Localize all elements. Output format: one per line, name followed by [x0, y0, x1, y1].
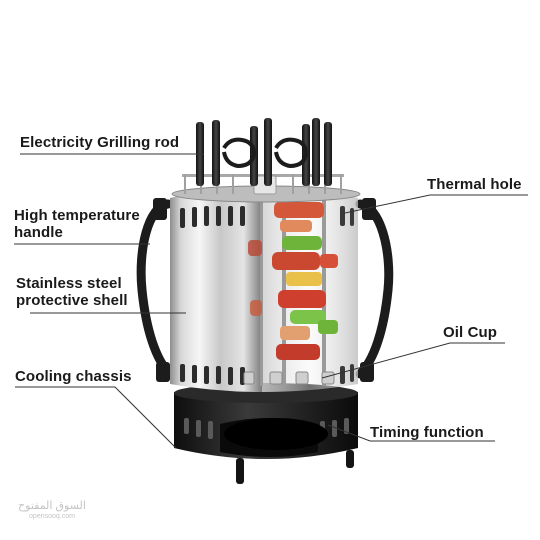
- label-timing-function: Timing function: [370, 424, 484, 441]
- label-cooling-chassis: Cooling chassis: [15, 368, 132, 385]
- label-line: protective shell: [16, 292, 128, 309]
- leader-oil-cup: [321, 342, 505, 379]
- leader-timing-function: [327, 424, 495, 442]
- watermark-subtext: opensooq.com: [29, 513, 75, 520]
- leader-lines: [14, 153, 528, 449]
- leader-cooling-chassis: [15, 386, 177, 449]
- grilling-rods: [196, 118, 332, 186]
- label-oil-cup: Oil Cup: [443, 324, 498, 341]
- watermark: السوق المفتوح opensooq.com: [12, 500, 92, 521]
- label-electricity-grilling-rod: Electricity Grilling rod: [20, 134, 180, 151]
- label-line: Stainless steel: [16, 275, 122, 292]
- steel-shell: [170, 188, 262, 392]
- label-stainless-steel-shell: Stainless steel protective shell: [16, 275, 128, 309]
- label-line: High temperature: [14, 207, 140, 224]
- skewer-food: [248, 196, 338, 386]
- label-high-temperature-handle: High temperature handle: [14, 207, 140, 241]
- right-handle: [355, 198, 394, 382]
- oil-cups: [243, 371, 335, 385]
- left-handle: [136, 198, 175, 382]
- label-thermal-hole: Thermal hole: [427, 176, 522, 193]
- redaction-mark: [224, 418, 328, 450]
- label-line: handle: [14, 224, 63, 241]
- watermark-text: السوق المفتوح: [18, 500, 86, 512]
- leader-thermal-hole: [344, 194, 528, 214]
